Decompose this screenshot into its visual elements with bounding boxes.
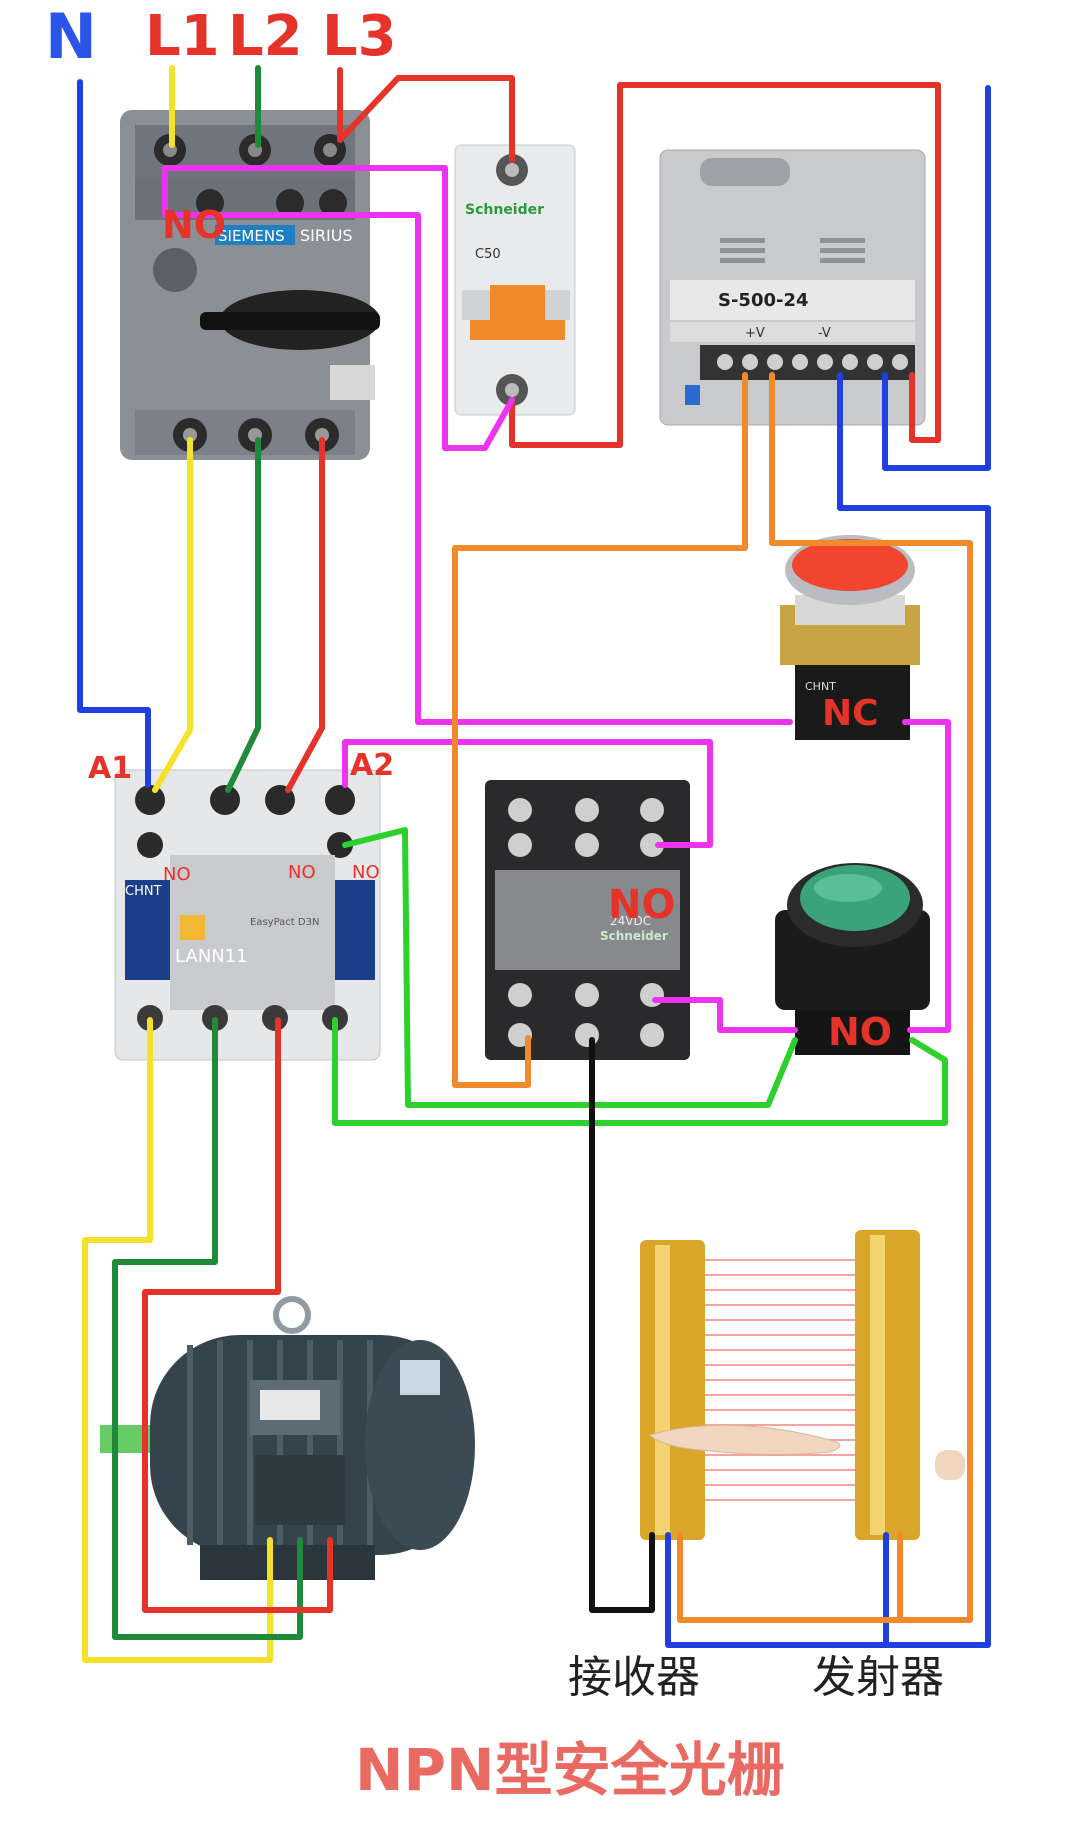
label-contactor-no3: NO bbox=[352, 862, 380, 883]
breaker-series: SIRIUS bbox=[300, 226, 353, 245]
wire-magenta-breaker-no bbox=[162, 165, 793, 725]
psu-model: S-500-24 bbox=[718, 290, 809, 311]
motor-protection-breaker: SIEMENS SIRIUS bbox=[120, 110, 380, 460]
label-emitter: 发射器 bbox=[812, 1652, 944, 1703]
mcb-rating: C50 bbox=[475, 247, 501, 262]
label-l2: L2 bbox=[228, 4, 303, 69]
wire-red-breaker-contactor bbox=[285, 437, 325, 793]
wire-magenta-aux bbox=[442, 397, 515, 451]
safety-light-curtain bbox=[640, 1230, 965, 1540]
power-supply-unit: S-500-24 +V -V bbox=[659, 149, 926, 426]
relay-brand: Schneider bbox=[600, 929, 668, 943]
wire-red-mcb-psu bbox=[509, 82, 941, 448]
label-relay-no: NO bbox=[608, 882, 675, 928]
wire-magenta-nc-no bbox=[902, 719, 951, 1033]
wire-magenta-relay-no bbox=[652, 997, 798, 1033]
label-a1: A1 bbox=[88, 751, 132, 786]
wire-blue-curtain bbox=[665, 372, 991, 1648]
wire-orange-receiver bbox=[677, 1532, 903, 1623]
ac-contactor: LANN11 EasyPact D3N CHNT bbox=[114, 769, 381, 1061]
psu-term-minus: -V bbox=[818, 326, 831, 341]
label-n: N bbox=[45, 0, 97, 73]
label-no-button: NO bbox=[828, 1010, 892, 1054]
miniature-circuit-breaker: Schneider C50 bbox=[454, 144, 576, 416]
start-button-no bbox=[775, 863, 930, 1055]
wire-orange-psu-curtain bbox=[769, 372, 973, 1623]
nc-button-brand: CHNT bbox=[805, 680, 836, 693]
label-nc-button: NC bbox=[822, 693, 879, 734]
wire-lime-self-hold bbox=[342, 827, 798, 1108]
wire-blue-psu-return bbox=[882, 85, 991, 471]
label-contactor-no1: NO bbox=[163, 864, 191, 885]
wiring bbox=[77, 65, 991, 1663]
wire-lime-contactor-no bbox=[332, 1017, 948, 1126]
diagram-title: NPN型安全光栅 bbox=[355, 1736, 785, 1804]
wire-black-signal bbox=[589, 1037, 655, 1613]
label-a2: A2 bbox=[350, 748, 394, 783]
wire-n-blue bbox=[77, 79, 151, 788]
contactor-aux-model: LANN11 bbox=[175, 946, 248, 967]
label-breaker-no: NO bbox=[162, 203, 226, 247]
label-contactor-no2: NO bbox=[288, 862, 316, 883]
three-phase-motor bbox=[100, 1296, 475, 1580]
wire-red-motor bbox=[142, 1017, 333, 1613]
contactor-aux-brand: EasyPact D3N bbox=[250, 917, 319, 928]
wire-green-motor bbox=[112, 1017, 303, 1640]
label-receiver: 接收器 bbox=[568, 1652, 700, 1703]
wire-magenta-a2-relay bbox=[342, 739, 713, 848]
label-l1: L1 bbox=[145, 4, 220, 69]
psu-term-plus: +V bbox=[745, 326, 765, 341]
mcb-brand: Schneider bbox=[465, 202, 544, 218]
wire-orange-psu-relay bbox=[452, 372, 748, 1088]
label-l3: L3 bbox=[322, 4, 397, 69]
stop-button-nc: CHNT bbox=[780, 535, 920, 740]
wire-green-breaker-contactor bbox=[225, 437, 261, 793]
control-relay: 24VDC Schneider bbox=[485, 780, 690, 1060]
contactor-brand: CHNT bbox=[125, 884, 162, 899]
wire-yellow-breaker-contactor bbox=[152, 437, 193, 793]
wire-l3-red bbox=[337, 67, 515, 163]
breaker-brand: SIEMENS bbox=[218, 227, 285, 245]
relay-voltage: 24VDC bbox=[610, 914, 651, 928]
